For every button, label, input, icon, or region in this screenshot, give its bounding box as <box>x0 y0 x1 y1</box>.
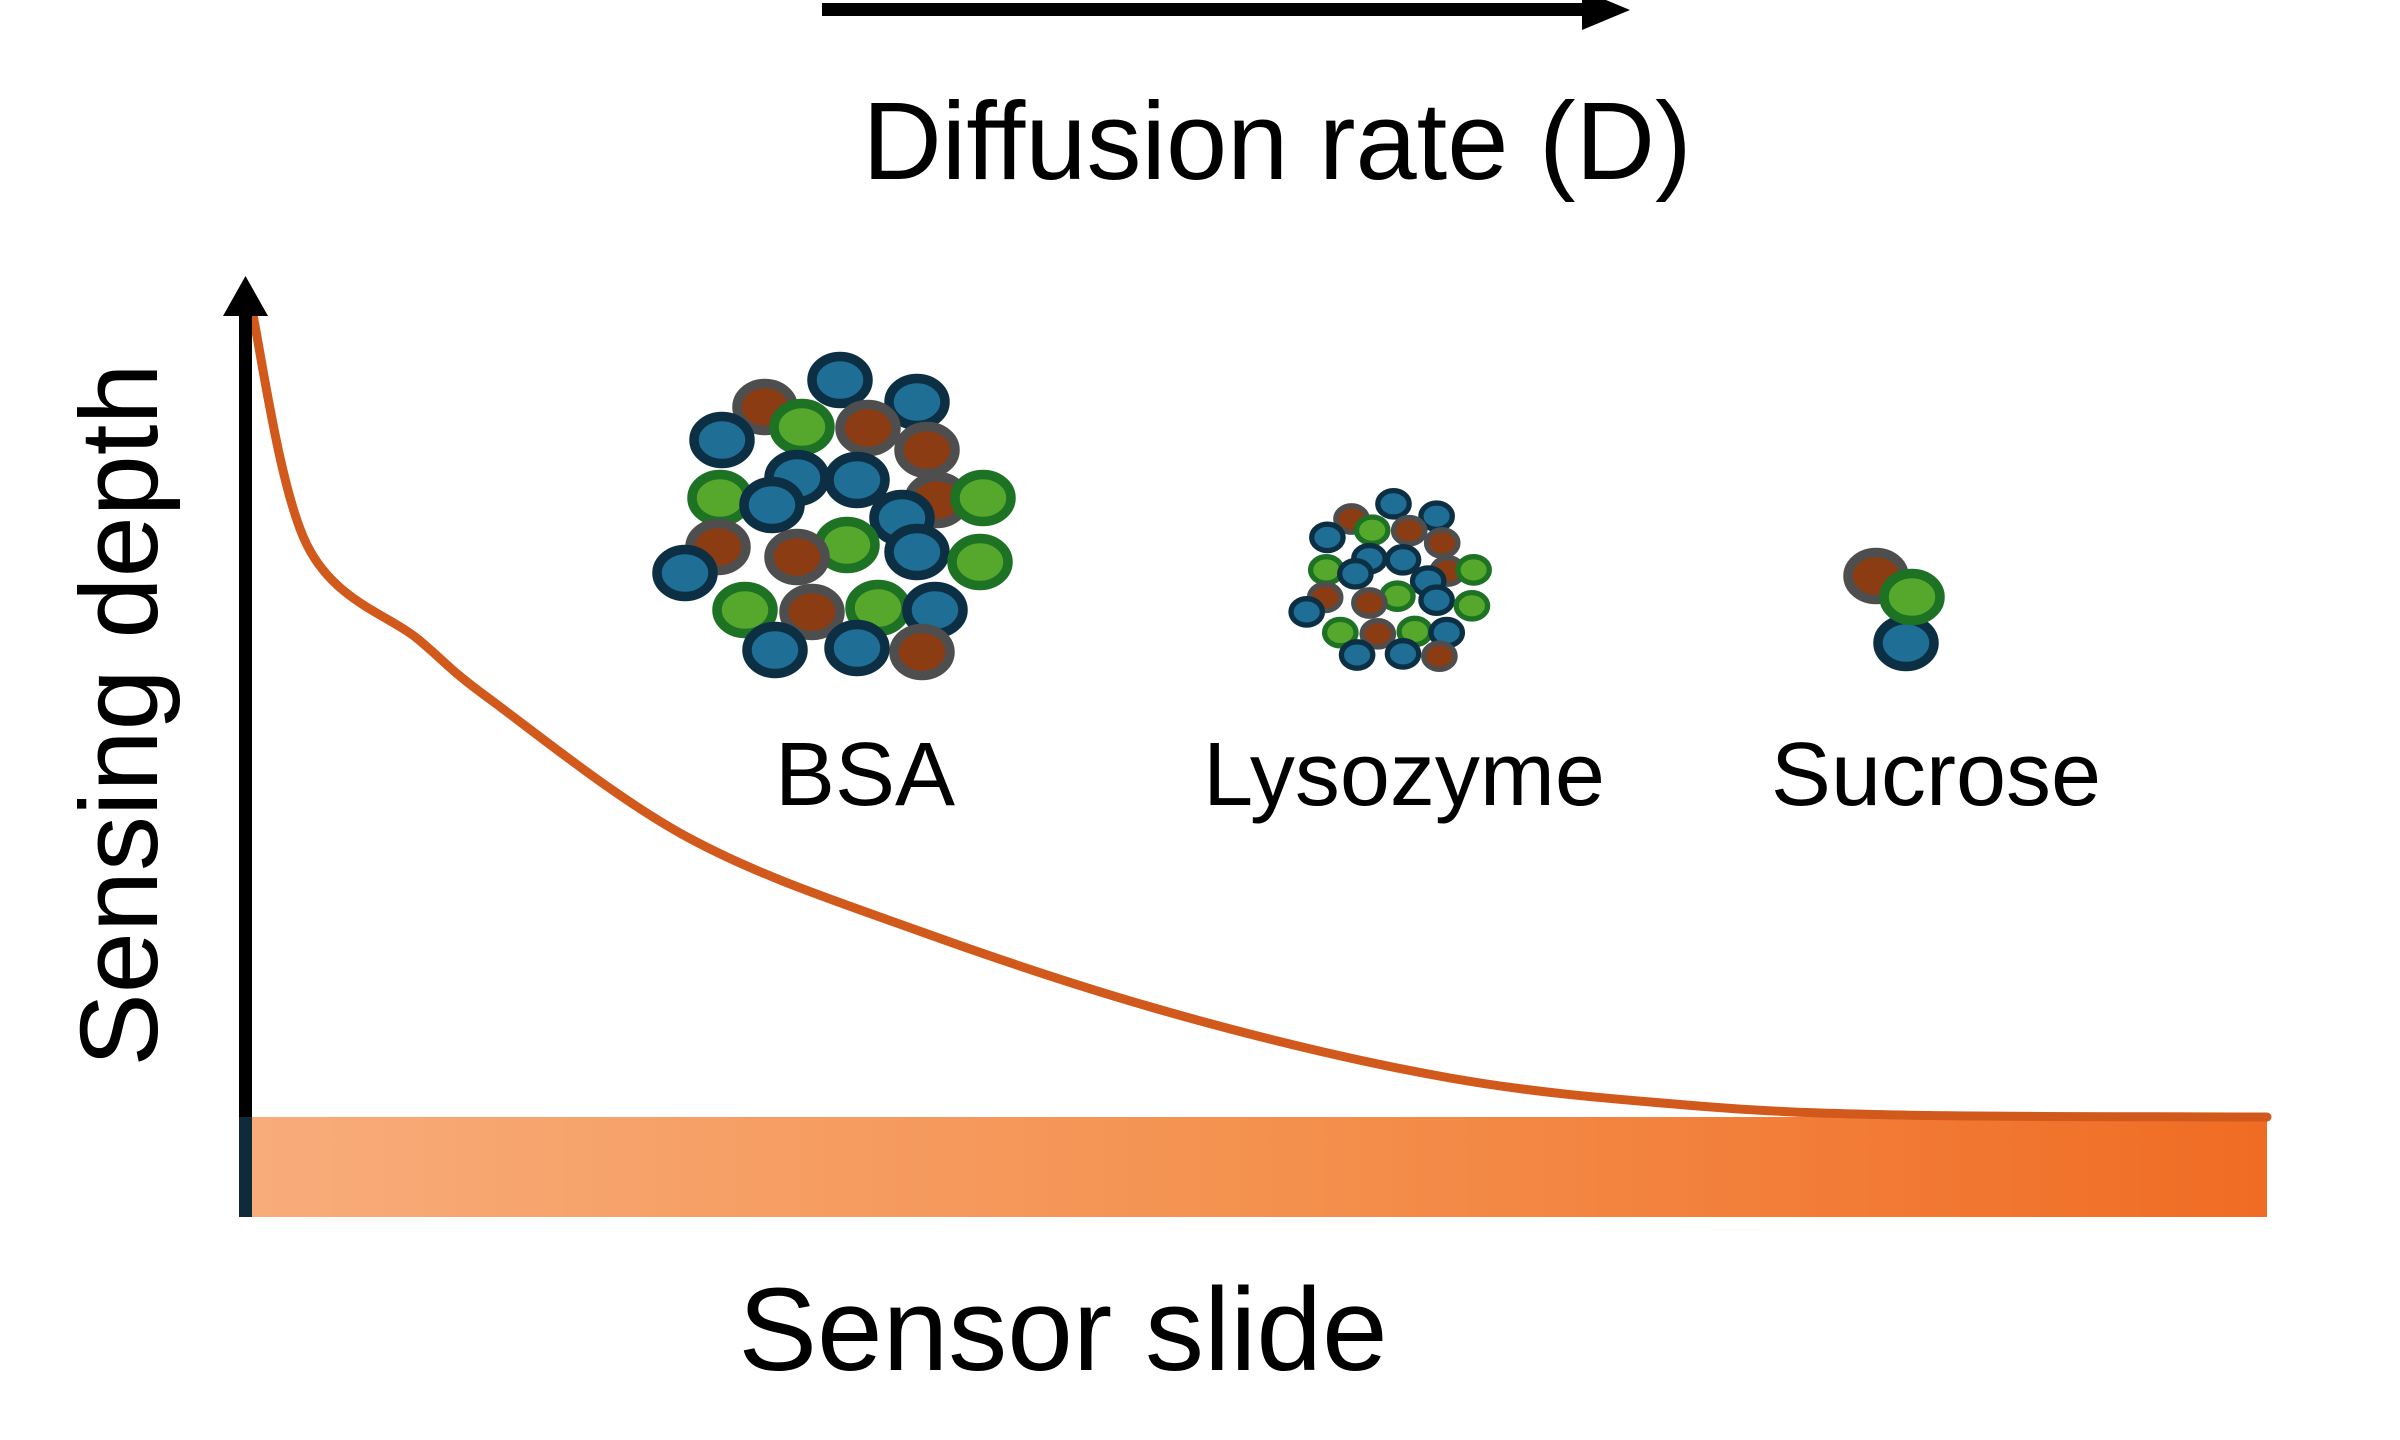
green-molecule-circle <box>1353 514 1391 547</box>
y-axis-arrow <box>223 276 268 1217</box>
sensor-slide-bar <box>252 1117 2267 1217</box>
blue-molecule-circle <box>742 621 808 679</box>
blue-molecule-circle <box>1384 638 1422 670</box>
blue-molecule-circle <box>689 411 755 469</box>
sucrose-molecule-cluster <box>1843 547 1945 672</box>
diffusion-arrowhead-icon <box>1582 0 1630 30</box>
blue-molecule-circle <box>1288 596 1326 628</box>
blue-molecule-circle <box>884 523 950 581</box>
brown-molecule-circle <box>1351 587 1388 619</box>
lysozyme-label: Lysozyme <box>1203 725 1605 825</box>
green-molecule-circle <box>712 581 778 639</box>
blue-molecule-circle <box>824 619 890 677</box>
blue-molecule-circle <box>807 351 873 409</box>
blue-molecule-circle <box>1309 521 1346 554</box>
diffusion-rate-label: Diffusion rate (D) <box>862 80 1692 203</box>
brown-molecule-circle <box>1423 527 1461 559</box>
sensing-depth-axis-label: Sensing depth <box>58 363 181 1067</box>
y-axis-line <box>239 308 252 1117</box>
green-molecule-circle <box>1453 589 1491 622</box>
blue-molecule-circle <box>1384 543 1422 576</box>
brown-molecule-circle <box>835 399 901 457</box>
brown-molecule-circle <box>779 583 845 641</box>
brown-molecule-circle <box>894 421 960 479</box>
blue-molecule-circle <box>1338 639 1376 671</box>
molecule-clusters <box>652 351 1945 681</box>
blue-molecule-circle <box>1375 487 1412 520</box>
sucrose-label: Sucrose <box>1770 725 2102 825</box>
green-molecule-circle <box>1321 616 1359 649</box>
sensing-depth-curve <box>245 295 2272 1122</box>
blue-molecule-circle <box>1873 614 1939 672</box>
green-molecule-circle <box>1879 568 1945 626</box>
blue-molecule-circle <box>739 476 805 534</box>
diffusion-rate-arrow <box>822 0 1630 30</box>
y-axis-base-segment <box>239 1117 252 1217</box>
blue-molecule-circle <box>824 451 890 509</box>
green-molecule-circle <box>947 533 1013 591</box>
brown-molecule-circle <box>1421 640 1458 673</box>
brown-molecule-circle <box>1390 514 1428 547</box>
blue-molecule-circle <box>652 544 718 602</box>
green-molecule-circle <box>687 469 753 527</box>
sensor-slide-label: Sensor slide <box>738 1264 1388 1396</box>
bsa-label: BSA <box>774 725 956 825</box>
blue-molecule-circle <box>1337 557 1374 590</box>
lysozyme-molecule-cluster <box>1288 487 1492 673</box>
green-molecule-circle <box>1307 554 1345 586</box>
brown-molecule-circle <box>1359 617 1397 650</box>
brown-molecule-circle <box>889 623 955 681</box>
bsa-molecule-cluster <box>652 351 1016 681</box>
green-molecule-circle <box>1455 554 1492 586</box>
brown-molecule-circle <box>764 528 830 586</box>
green-molecule-circle <box>769 398 835 456</box>
blue-molecule-circle <box>1418 584 1455 617</box>
green-molecule-circle <box>950 469 1016 527</box>
diffusion-arrow-line <box>822 3 1582 16</box>
y-axis-arrowhead-icon <box>223 276 268 316</box>
